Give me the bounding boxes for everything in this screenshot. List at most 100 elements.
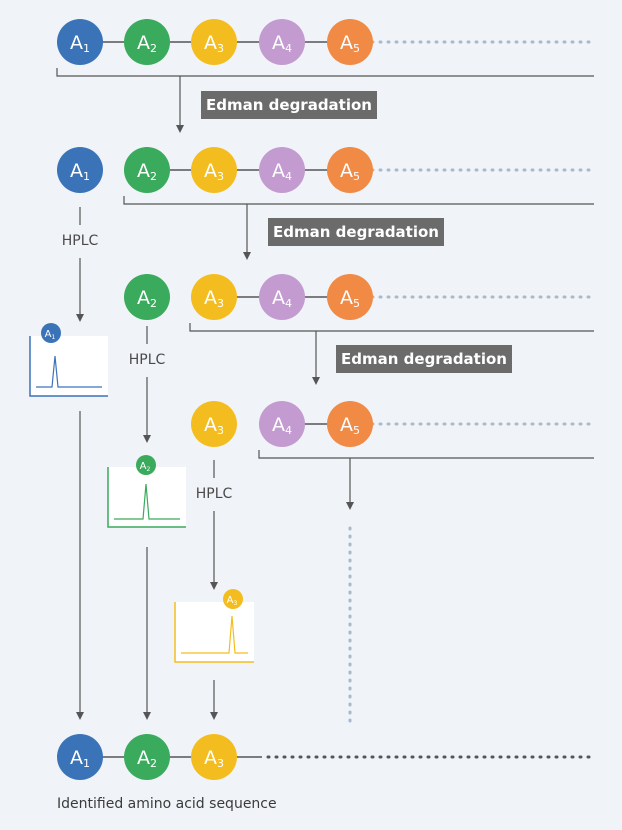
residue-circle	[191, 401, 237, 447]
edman-label-3: Edman degradation	[336, 345, 512, 373]
chromatogram-a3: A3	[174, 589, 254, 663]
arrow-head	[210, 582, 218, 590]
peak-badge-a1: A1	[41, 323, 61, 343]
bracket-1	[56, 68, 594, 133]
sequence-caption: Identified amino acid sequence	[57, 796, 277, 812]
edman-label-1: Edman degradation	[201, 91, 377, 119]
residue-symbol: A5	[340, 160, 360, 183]
residue-a2: A2	[124, 19, 170, 65]
residue-symbol: A1	[70, 160, 90, 183]
arrow-head	[143, 435, 151, 443]
residue-symbol: A3	[204, 160, 224, 183]
svg-text:Edman degradation: Edman degradation	[273, 223, 439, 241]
residue-symbol: A4	[272, 160, 292, 183]
result-arrow-a1	[76, 411, 84, 720]
peptide-row-3: A3 A4 A5	[191, 274, 596, 320]
residue-a4: A4	[259, 401, 305, 447]
residue-symbol: A2	[137, 747, 157, 770]
svg-text:HPLC: HPLC	[196, 486, 233, 502]
residue-circle	[124, 734, 170, 780]
arrow-head	[243, 252, 251, 260]
peptide-row-4: A4 A5	[259, 401, 596, 447]
residue-circle	[191, 734, 237, 780]
edman-label-2: Edman degradation	[268, 218, 444, 246]
residue-a3: A3	[191, 147, 237, 193]
bracket-2	[123, 196, 594, 260]
residue-circle	[124, 274, 170, 320]
residue-a1: A1	[57, 19, 103, 65]
residue-circle	[124, 19, 170, 65]
residue-a2: A2	[124, 147, 170, 193]
residue-symbol: A3	[204, 287, 224, 310]
residue-circle	[259, 401, 305, 447]
arrow-head	[143, 712, 151, 720]
arrow-head	[76, 712, 84, 720]
residue-symbol: A4	[272, 32, 292, 55]
residue-circle	[327, 401, 373, 447]
svg-text:Edman degradation: Edman degradation	[206, 96, 372, 114]
residue-circle	[124, 147, 170, 193]
residue-circle	[259, 274, 305, 320]
result-residue-a1: A1	[57, 734, 103, 780]
residue-circle	[57, 734, 103, 780]
bracket-3	[189, 323, 594, 385]
cleaved-residue-a3: A3	[191, 401, 237, 447]
residue-circle	[191, 274, 237, 320]
residue-a5: A5	[327, 147, 373, 193]
residue-circle	[191, 147, 237, 193]
residue-circle	[259, 19, 305, 65]
residue-symbol: A5	[340, 32, 360, 55]
residue-symbol: A2	[137, 287, 157, 310]
cleaved-residue-a1: A1	[57, 147, 103, 193]
residue-symbol: A3	[204, 32, 224, 55]
cleaved-residue-a2: A2	[124, 274, 170, 320]
svg-text:HPLC: HPLC	[62, 233, 99, 249]
residue-circle	[259, 147, 305, 193]
svg-text:A1: A1	[45, 329, 56, 341]
residue-a5: A5	[327, 274, 373, 320]
chromatogram-a2: A2	[107, 455, 186, 528]
arrow-head	[346, 502, 354, 510]
arrow-head	[176, 125, 184, 133]
residue-symbol: A1	[70, 32, 90, 55]
result-arrow-a2	[143, 547, 151, 720]
residue-symbol: A1	[70, 747, 90, 770]
residue-symbol: A2	[137, 160, 157, 183]
peptide-row-2: A2 A3 A4 A5	[124, 147, 596, 193]
residue-a5: A5	[327, 401, 373, 447]
residue-a4: A4	[259, 147, 305, 193]
result-arrow-a3	[210, 680, 218, 720]
svg-text:HPLC: HPLC	[129, 352, 166, 368]
peak-badge-a3: A3	[223, 589, 243, 609]
arrow-head	[312, 377, 320, 385]
residue-a5: A5	[327, 19, 373, 65]
residue-circle	[191, 19, 237, 65]
residue-a3: A3	[191, 274, 237, 320]
result-residue-a2: A2	[124, 734, 170, 780]
residue-symbol: A3	[204, 414, 224, 437]
bracket-4	[258, 450, 594, 724]
residue-circle	[327, 147, 373, 193]
arrow-head	[210, 712, 218, 720]
chromatogram-a1: A1	[29, 323, 108, 397]
residue-symbol: A5	[340, 287, 360, 310]
result-residue-a3: A3	[191, 734, 237, 780]
residue-symbol: A2	[137, 32, 157, 55]
residue-circle	[327, 274, 373, 320]
residue-symbol: A4	[272, 414, 292, 437]
residue-symbol: A4	[272, 287, 292, 310]
arrow-head	[76, 314, 84, 322]
svg-text:A3: A3	[227, 595, 238, 607]
residue-a3: A3	[191, 19, 237, 65]
residue-symbol: A5	[340, 414, 360, 437]
svg-text:A2: A2	[140, 461, 151, 473]
peak-badge-a2: A2	[136, 455, 156, 475]
hplc-step-a2: HPLC	[129, 326, 166, 443]
residue-circle	[57, 147, 103, 193]
residue-a4: A4	[259, 19, 305, 65]
residue-circle	[57, 19, 103, 65]
peptide-row-1: A1 A2 A3 A4 A5	[57, 19, 596, 65]
svg-text:Edman degradation: Edman degradation	[341, 350, 507, 368]
residue-symbol: A3	[204, 747, 224, 770]
